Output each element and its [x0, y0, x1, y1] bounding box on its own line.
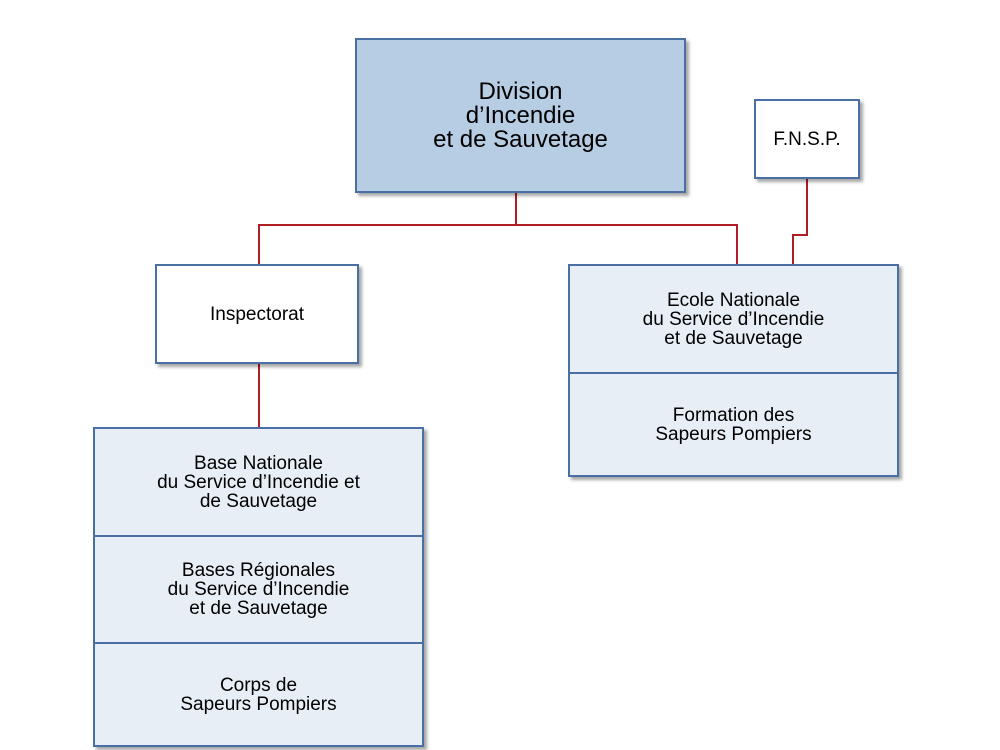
- division-incendie-box: Division d’Incendie et de Sauvetage: [355, 38, 686, 193]
- connector-division-to-branches: [258, 193, 517, 264]
- corps-sapeurs-label: Corps de Sapeurs Pompiers: [180, 674, 337, 715]
- division-incendie-label: Division d’Incendie et de Sauvetage: [433, 77, 608, 153]
- bases-regionales-cell: Bases Régionales du Service d’Incendie e…: [95, 535, 422, 642]
- formation-sapeurs-label: Formation des Sapeurs Pompiers: [655, 404, 812, 445]
- ecole-nationale-label: Ecole Nationale du Service d’Incendie et…: [642, 289, 825, 349]
- ecole-nationale-group: Ecole Nationale du Service d’Incendie et…: [568, 264, 899, 477]
- corps-sapeurs-cell: Corps de Sapeurs Pompiers: [95, 642, 422, 745]
- fnsp-label: F.N.S.P.: [773, 128, 841, 150]
- inspectorat-box: Inspectorat: [155, 264, 359, 364]
- bases-group: Base Nationale du Service d’Incendie et …: [93, 427, 424, 747]
- connector-fnsp-to-ecole: [792, 179, 808, 264]
- fnsp-box: F.N.S.P.: [754, 99, 860, 179]
- bases-regionales-label: Bases Régionales du Service d’Incendie e…: [167, 560, 350, 619]
- ecole-nationale-cell: Ecole Nationale du Service d’Incendie et…: [570, 266, 897, 372]
- connector-division-to-ecole: [516, 224, 738, 264]
- base-nationale-label: Base Nationale du Service d’Incendie et …: [157, 452, 360, 512]
- inspectorat-label: Inspectorat: [210, 303, 304, 325]
- formation-sapeurs-cell: Formation des Sapeurs Pompiers: [570, 372, 897, 475]
- base-nationale-cell: Base Nationale du Service d’Incendie et …: [95, 429, 422, 535]
